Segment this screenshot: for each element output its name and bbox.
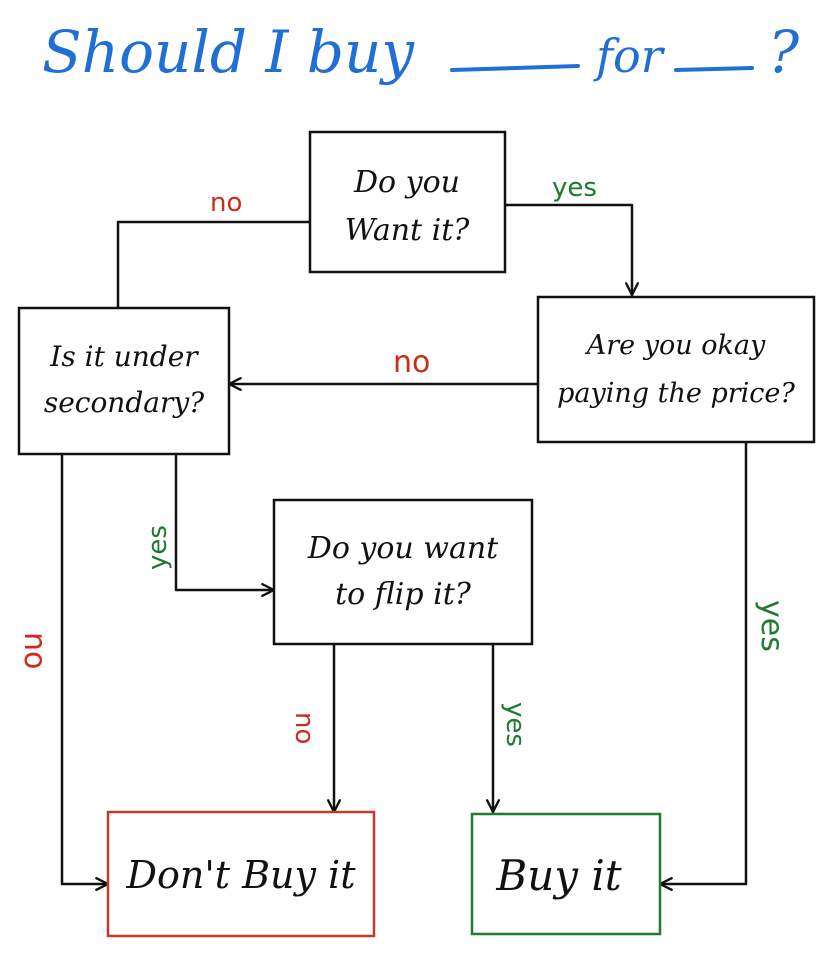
edge-label-price-yes: yes	[754, 600, 789, 652]
edge-label-secondary-no: no	[17, 632, 52, 669]
title-suffix: ?	[768, 18, 800, 86]
node-flip-line-1: Do you want	[307, 531, 499, 566]
node-want-line-1: Do you	[353, 165, 460, 200]
edge-secondary-no	[60, 452, 110, 884]
node-dont-buy: Don't Buy it	[106, 810, 376, 938]
node-secondary-line-2: secondary?	[44, 386, 205, 419]
edges	[60, 203, 748, 884]
node-flip-line-2: to flip it?	[335, 577, 472, 612]
edge-want-yes	[503, 203, 632, 297]
node-flip: Do you want to flip it?	[272, 498, 534, 646]
node-price: Are you okay paying the price?	[536, 295, 816, 444]
node-secondary-line-1: Is it under	[49, 340, 199, 373]
node-want-line-2: Want it?	[345, 213, 471, 248]
node-price-line-1: Are you okay	[584, 330, 766, 361]
edge-label-want-yes: yes	[552, 173, 597, 203]
edge-want-no	[116, 220, 312, 310]
node-price-line-2: paying the price?	[557, 378, 795, 409]
edge-secondary-yes	[174, 452, 276, 590]
node-buy: Buy it	[470, 812, 662, 936]
edge-label-flip-yes: yes	[500, 702, 530, 747]
edge-label-want-no: no	[210, 188, 242, 218]
edge-label-secondary-yes: yes	[143, 525, 173, 570]
node-want: Do you Want it?	[308, 130, 507, 274]
title-blank-1	[450, 64, 580, 72]
title-blank-2	[674, 66, 754, 72]
edge-label-price-no: no	[393, 345, 430, 380]
title-prefix: Should I buy	[42, 18, 415, 86]
edge-label-flip-no: no	[289, 712, 319, 744]
node-buy-label: Buy it	[495, 851, 621, 900]
node-secondary: Is it under secondary?	[17, 306, 231, 456]
edge-labels: no yes no yes yes no no yes	[17, 173, 789, 747]
edge-price-yes	[658, 440, 748, 884]
title: Should I buy for ?	[42, 18, 800, 86]
title-middle: for	[593, 29, 666, 83]
node-dont-buy-label: Don't Buy it	[126, 853, 357, 897]
